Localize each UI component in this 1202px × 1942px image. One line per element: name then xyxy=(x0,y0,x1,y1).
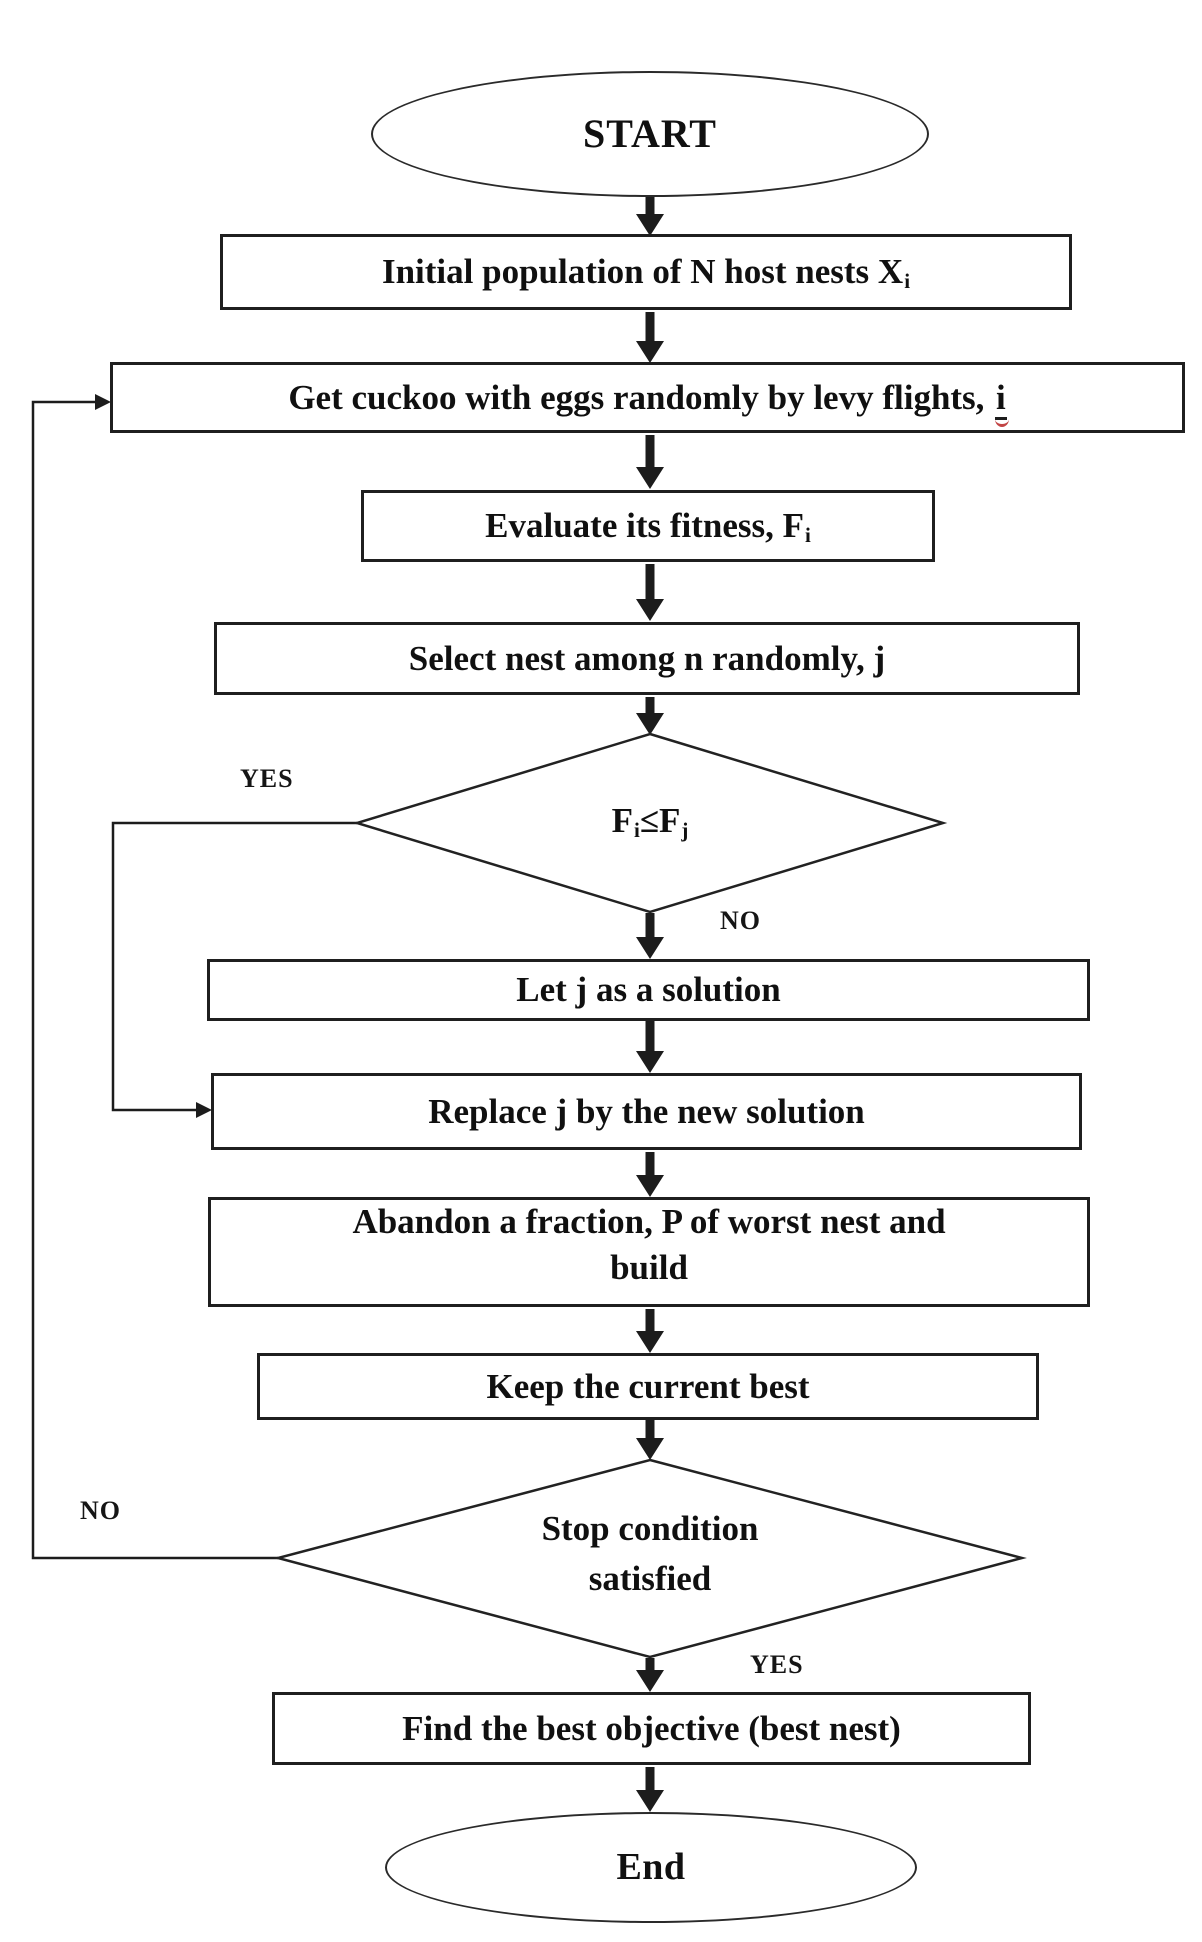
edge-compare-yes-loop xyxy=(111,821,357,1118)
let-j-solution-label: Let j as a solution xyxy=(516,970,781,1010)
stop-condition-line1: Stop condition xyxy=(541,1509,759,1549)
node-abandon-fraction: Abandon a fraction, P of worst nest and … xyxy=(208,1197,1090,1307)
arrow-evaluate-to-select xyxy=(636,564,664,621)
arrow-stop-yes-to-findbest xyxy=(636,1658,664,1692)
fitness-sub2: j xyxy=(681,817,689,842)
arrow-keepbest-to-stop xyxy=(636,1420,664,1460)
evaluate-fitness-text: Evaluate its fitness, F xyxy=(485,506,805,546)
end-label: End xyxy=(616,1845,686,1888)
node-end: End xyxy=(385,1812,917,1923)
node-get-cuckoo: Get cuckoo with eggs randomly by levy fl… xyxy=(110,362,1185,433)
stop-condition-line2: satisfied xyxy=(588,1559,712,1598)
node-keep-best: Keep the current best xyxy=(257,1353,1039,1420)
decision-stop-condition-label: Stop condition satisfied xyxy=(450,1494,850,1614)
abandon-fraction-line1: Abandon a fraction, P of worst nest and xyxy=(352,1201,946,1241)
arrow-start-to-initial xyxy=(636,194,664,236)
edge-label-fitness-no: NO xyxy=(720,906,761,935)
decision-stop-condition-shape xyxy=(273,1458,1027,1659)
get-cuckoo-label: Get cuckoo with eggs randomly by levy fl… xyxy=(288,375,1007,421)
replace-j-label: Replace j by the new solution xyxy=(428,1091,865,1131)
arrow-select-to-compare xyxy=(636,697,664,735)
initial-population-subscript: i xyxy=(904,268,911,293)
node-initial-population: Initial population of N host nests Xi xyxy=(220,234,1072,310)
node-let-j-solution: Let j as a solution xyxy=(207,959,1090,1021)
node-evaluate-fitness: Evaluate its fitness, Fi xyxy=(361,490,935,562)
node-replace-j: Replace j by the new solution xyxy=(211,1073,1082,1150)
edge-label-stop-no: NO xyxy=(80,1496,121,1525)
arrow-abandon-to-keepbest xyxy=(636,1309,664,1353)
arrow-compare-no-to-letj xyxy=(636,913,664,959)
arrow-initial-to-getcuckoo xyxy=(636,312,664,363)
evaluate-fitness-subscript: i xyxy=(805,522,811,547)
arrow-findbest-to-end xyxy=(636,1767,664,1812)
node-select-nest: Select nest among n randomly, j xyxy=(214,622,1080,695)
edge-label-stop-yes: YES xyxy=(750,1650,804,1679)
fitness-sub1: i xyxy=(633,817,640,842)
decision-fitness-compare-label: Fi≤Fj xyxy=(500,790,800,852)
edge-label-fitness-yes: YES xyxy=(240,764,294,793)
decision-fitness-compare-shape xyxy=(352,732,948,914)
arrow-replace-to-abandon xyxy=(636,1152,664,1197)
initial-population-text: Initial population of N host nests X xyxy=(381,252,904,292)
initial-population-label: Initial population of N host nests Xi xyxy=(382,249,910,295)
fitness-f1: F xyxy=(611,801,633,841)
evaluate-fitness-label: Evaluate its fitness, Fi xyxy=(485,503,811,549)
abandon-fraction-line2: build xyxy=(610,1248,688,1287)
find-best-label: Find the best objective (best nest) xyxy=(402,1708,901,1748)
edge-stop-no-loop xyxy=(31,394,278,1560)
get-cuckoo-text: Get cuckoo with eggs randomly by levy fl… xyxy=(288,377,985,417)
start-label: START xyxy=(582,111,717,156)
arrow-letj-to-replace xyxy=(636,1021,664,1073)
keep-best-label: Keep the current best xyxy=(486,1366,810,1406)
arrow-getcuckoo-to-evaluate xyxy=(636,435,664,489)
get-cuckoo-misspelled-i: i xyxy=(994,377,1007,420)
fitness-compare-expression: Fi≤Fj xyxy=(612,796,689,846)
node-start: START xyxy=(371,71,929,197)
fitness-f2: F xyxy=(659,801,681,841)
select-nest-label: Select nest among n randomly, j xyxy=(408,638,886,678)
fitness-operator: ≤ xyxy=(639,801,660,841)
node-find-best: Find the best objective (best nest) xyxy=(272,1692,1031,1765)
